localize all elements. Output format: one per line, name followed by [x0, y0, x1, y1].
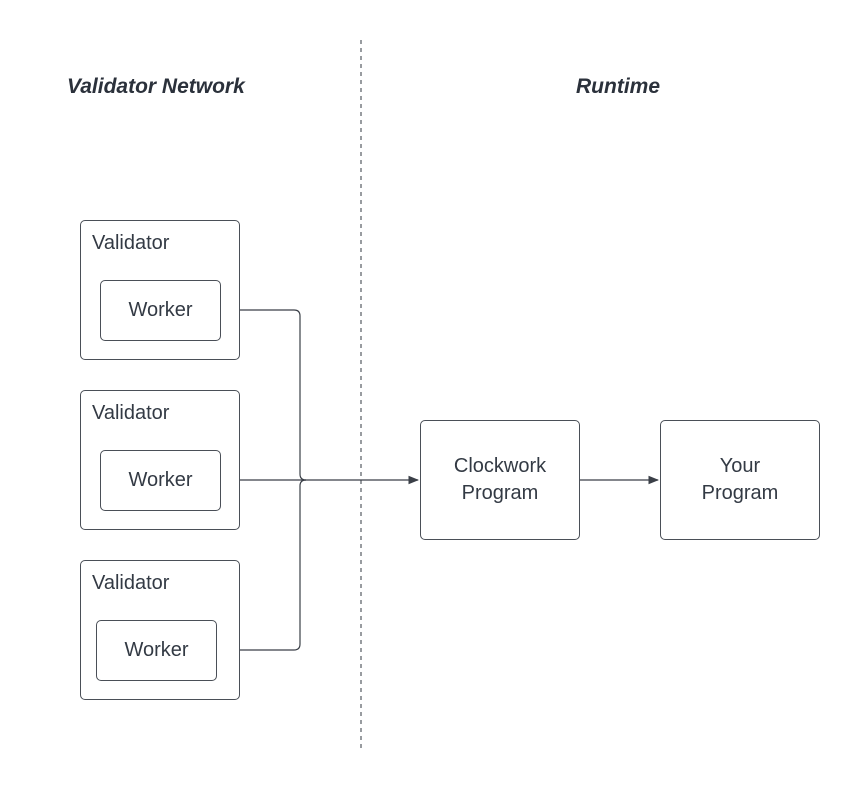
worker-box: Worker [100, 280, 221, 341]
your-program-box: Your Program [660, 420, 820, 540]
validator-label: Validator [92, 402, 170, 424]
connector-worker-1 [220, 309, 307, 481]
connector-worker-3 [216, 479, 307, 651]
worker-box: Worker [100, 450, 221, 511]
runtime-heading: Runtime [576, 75, 660, 98]
your-program-line1: Your [719, 455, 761, 477]
validator-box-2: Validator Worker [80, 390, 240, 530]
validator-box-1: Validator Worker [80, 220, 240, 360]
validator-network-heading: Validator Network [67, 75, 245, 98]
clockwork-program-box: Clockwork Program [420, 420, 580, 540]
clockwork-program-line1: Clockwork [453, 455, 547, 477]
validator-label: Validator [92, 232, 170, 254]
worker-box: Worker [96, 620, 217, 681]
validator-box-3: Validator Worker [80, 560, 240, 700]
validator-label: Validator [92, 572, 170, 594]
your-program-line2: Program [701, 482, 779, 504]
clockwork-program-line2: Program [461, 482, 539, 504]
